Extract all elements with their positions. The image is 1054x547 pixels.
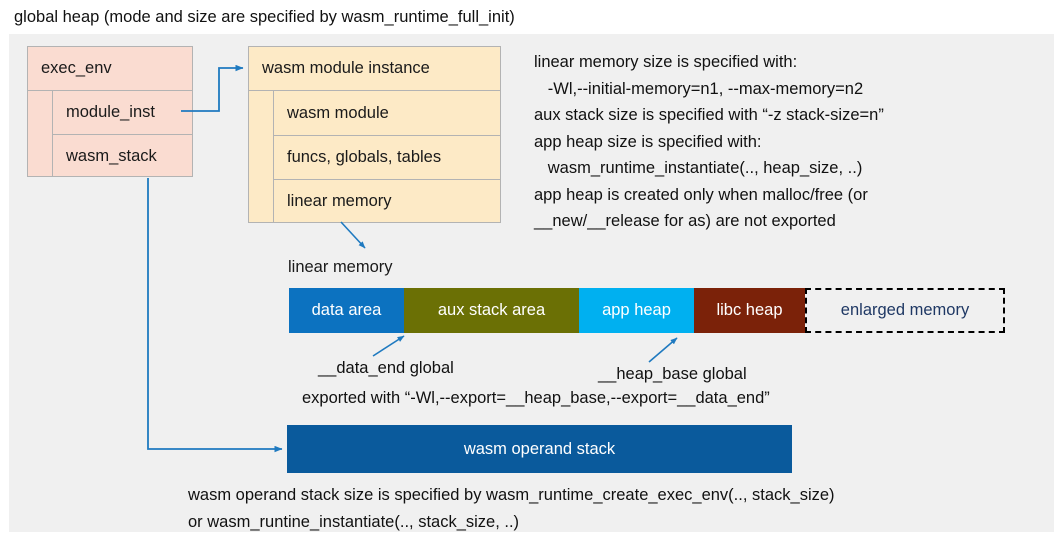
module-instance-row-wasm-module: wasm module [287,103,389,122]
memory-segment-libc-heap: libc heap [694,288,805,333]
exec-env-header: exec_env [28,47,192,91]
operand-stack-note-line: or wasm_runtine_instantiate(.., stack_si… [188,512,520,531]
wasm-module-instance-box: wasm module instance wasm module funcs, … [248,46,501,223]
exec-env-gutter [28,91,53,177]
exec-env-rows: module_inst wasm_stack [53,91,192,177]
memory-segment-enlarged-memory: enlarged memory [805,288,1005,333]
spec-note-line: -Wl,--initial-memory=n1, --max-memory=n2 [534,79,864,98]
linear-memory-bar: data area aux stack area app heap libc h… [289,288,1005,333]
spec-note-line: app heap is created only when malloc/fre… [534,185,868,204]
module-instance-row-linear-memory: linear memory [274,179,500,223]
diagram-title: global heap (mode and size are specified… [14,8,515,26]
spec-note-line: linear memory size is specified with: [534,53,798,71]
exec-env-row-module-inst: module_inst [66,103,155,121]
module-instance-gutter [249,91,274,223]
module-instance-row-funcs-globals-tables: funcs, globals, tables [274,135,500,179]
spec-note-line: app heap size is specified with: [534,132,762,151]
operand-stack-note: wasm operand stack size is specified by … [188,482,835,535]
data-end-global-label: __data_end global [318,359,454,377]
heap-base-global-label: __heap_base global [598,365,747,383]
exec-env-box: exec_env module_inst wasm_stack [27,46,193,177]
exec-env-body: module_inst wasm_stack [28,91,192,177]
module-instance-rows: wasm module funcs, globals, tables linea… [274,91,500,223]
spec-note-line: __new/__release for as) are not exported [534,212,836,230]
memory-segment-app-heap: app heap [579,288,694,333]
spec-note-line: wasm_runtime_instantiate(.., heap_size, … [534,159,863,177]
exec-env-row-wasm-stack: wasm_stack [53,134,192,177]
module-instance-header: wasm module instance [249,47,500,91]
wasm-operand-stack-box: wasm operand stack [287,425,792,473]
module-instance-body: wasm module funcs, globals, tables linea… [249,91,500,223]
memory-segment-data-area: data area [289,288,404,333]
linear-memory-label: linear memory [288,258,393,276]
spec-note-line: aux stack size is specified with “-z sta… [534,106,884,124]
export-flags-note: exported with “-Wl,--export=__heap_base,… [302,389,770,407]
memory-segment-aux-stack-area: aux stack area [404,288,579,333]
operand-stack-note-line: wasm operand stack size is specified by … [188,486,835,504]
memory-spec-note: linear memory size is specified with: -W… [534,49,1044,235]
